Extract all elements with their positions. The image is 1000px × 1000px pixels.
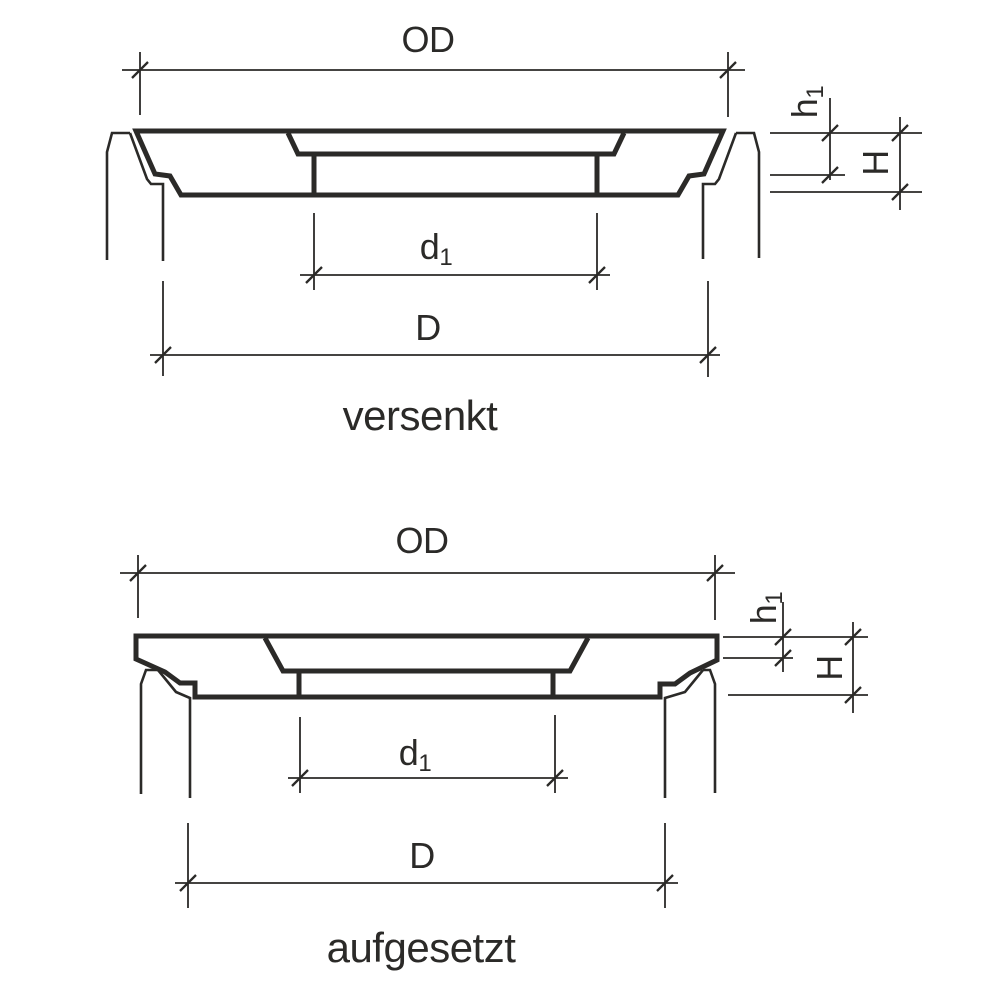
d-dimension-label: D [409,835,435,876]
cover-outline [133,633,720,700]
d-dimension-label: D [415,307,441,348]
d1-dimension-label: d1 [399,732,432,777]
cover-recess-line [262,636,591,674]
d-dimension-lines [150,281,720,377]
figure-versenkt: OD d1 D h1 H versenkt [105,19,922,439]
h1-label-subscript: 1 [761,592,788,605]
cover-cross-section [132,128,727,198]
frame-left-seat-edge [128,132,165,261]
h-dimension-label: H [809,655,850,681]
d1-dimension-lines [288,715,568,793]
cover-cross-section [133,633,720,700]
frame-right-seat-edge [663,669,705,798]
frame-cross-section [139,668,717,798]
tick-marks [131,61,909,364]
h1-label-main: h [784,99,825,119]
frame-left-outer-edge [105,131,130,260]
d1-label-main: d [399,732,419,773]
tick-marks [129,564,862,892]
h-dimension-label: H [855,150,896,176]
cover-recess-line [285,131,627,157]
frame-cross-section [105,131,761,261]
cover-outline [132,128,727,198]
figure-caption-aufgesetzt: aufgesetzt [327,924,517,971]
h1-dimension-lines [770,98,922,180]
h1-label-subscript: 1 [802,86,829,99]
d1-dimension-label: d1 [420,226,453,271]
h1-dimension-label: h1 [743,592,788,625]
d1-dimension-lines [300,213,610,290]
h1-dimension-label: h1 [784,86,829,119]
od-dimension-label: OD [402,19,455,60]
figure-caption-versenkt: versenkt [343,392,499,439]
d1-label-subscript: 1 [418,750,431,777]
figure-aufgesetzt: OD d1 D h1 H aufgesetzt [120,520,868,971]
od-dimension-lines [120,555,735,620]
d-dimension-lines [175,823,678,908]
dimension-lines [120,555,868,908]
frame-right-outer-edge [703,668,717,793]
frame-right-outer-edge [736,131,761,258]
frame-left-seat-edge [156,669,192,798]
h-dimension-lines [770,117,922,210]
frame-left-outer-edge [139,668,158,794]
dimension-lines [122,52,922,377]
d1-label-main: d [420,226,440,267]
frame-right-seat-edge [701,132,738,259]
d1-label-subscript: 1 [439,244,452,271]
od-dimension-label: OD [396,520,449,561]
od-dimension-lines [122,52,745,117]
h1-label-main: h [743,605,784,625]
